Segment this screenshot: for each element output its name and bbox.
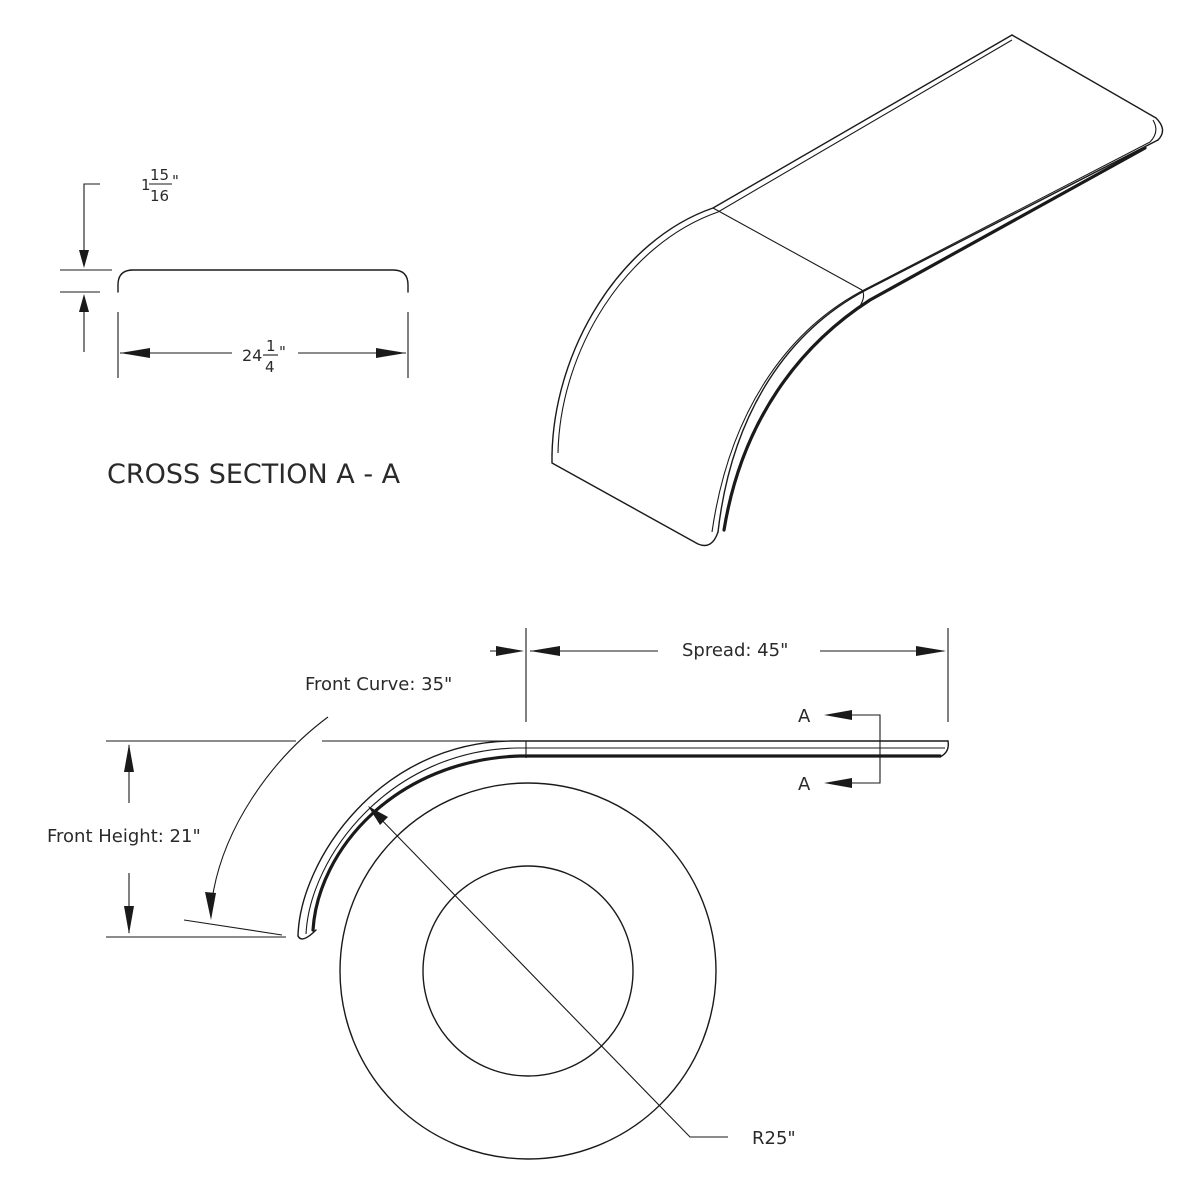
width-dim-numerator: 1 bbox=[266, 337, 276, 355]
section-cut-line bbox=[832, 714, 881, 784]
section-mark-top: A bbox=[798, 706, 811, 727]
height-dim-arrow-bottom bbox=[79, 294, 89, 312]
iso-rear-end-inner bbox=[1149, 119, 1157, 143]
fender-outer-edge bbox=[297, 740, 949, 937]
iso-transition-line bbox=[712, 207, 863, 291]
spread-arrow-right bbox=[916, 646, 946, 656]
height-dim-unit: " bbox=[172, 172, 179, 190]
iso-top-edge-inner bbox=[557, 39, 1013, 454]
section-arrow-bottom bbox=[824, 778, 852, 788]
height-dim-denominator: 16 bbox=[150, 187, 169, 205]
front-curve-arc bbox=[211, 716, 329, 901]
section-mark-bottom: A bbox=[798, 774, 811, 795]
cross-section-view: 1 15 16 " 24 1 4 " CROSS SECTION A - A bbox=[60, 166, 409, 490]
cross-section-title: CROSS SECTION A - A bbox=[107, 459, 401, 490]
radius-label: R25" bbox=[752, 1128, 796, 1149]
iso-bottom-edge-inner bbox=[711, 141, 1151, 533]
front-curve-ext-line bbox=[183, 919, 283, 936]
fender-inner-edge bbox=[305, 747, 945, 935]
isometric-view bbox=[551, 34, 1164, 547]
height-dim-whole: 1 bbox=[141, 176, 151, 194]
height-arrow-bottom bbox=[124, 906, 134, 934]
height-dim-arrow-top bbox=[79, 250, 89, 268]
side-view: Spread: 45" A A Front Height: 21" Front … bbox=[47, 628, 950, 1160]
spread-outer-arrow bbox=[496, 646, 524, 656]
radius-arrow bbox=[368, 806, 388, 825]
width-dim-arrow-right bbox=[376, 348, 406, 358]
width-dim-arrow-left bbox=[120, 348, 150, 358]
front-curve-arrow bbox=[205, 892, 216, 920]
width-dim-whole: 24 bbox=[242, 346, 262, 365]
width-dim-unit: " bbox=[279, 343, 286, 361]
front-height-label: Front Height: 21" bbox=[47, 826, 201, 847]
wheel-inner-circle bbox=[422, 865, 634, 1077]
cross-section-profile bbox=[117, 269, 409, 293]
fender-rear-tip bbox=[939, 740, 950, 758]
iso-transition-corner bbox=[859, 289, 865, 307]
iso-bottom-edge bbox=[717, 139, 1159, 533]
tire-outer-circle bbox=[339, 782, 717, 1160]
front-curve-label: Front Curve: 35" bbox=[305, 674, 452, 695]
fender-front-tip bbox=[297, 929, 317, 940]
radius-leader-line bbox=[371, 809, 728, 1138]
spread-label: Spread: 45" bbox=[682, 640, 788, 661]
fender-underside bbox=[311, 754, 942, 932]
section-arrow-top bbox=[824, 710, 852, 720]
width-dim-denominator: 4 bbox=[265, 358, 275, 376]
iso-top-edge bbox=[551, 34, 1013, 456]
height-dim-numerator: 15 bbox=[150, 166, 169, 184]
height-arrow-top bbox=[124, 744, 134, 772]
iso-bottom-edge-shadow bbox=[722, 146, 1147, 532]
spread-arrow-left bbox=[530, 646, 560, 656]
iso-front-end bbox=[551, 454, 719, 547]
iso-rear-end bbox=[1011, 34, 1164, 141]
height-dim-leader bbox=[83, 183, 100, 262]
